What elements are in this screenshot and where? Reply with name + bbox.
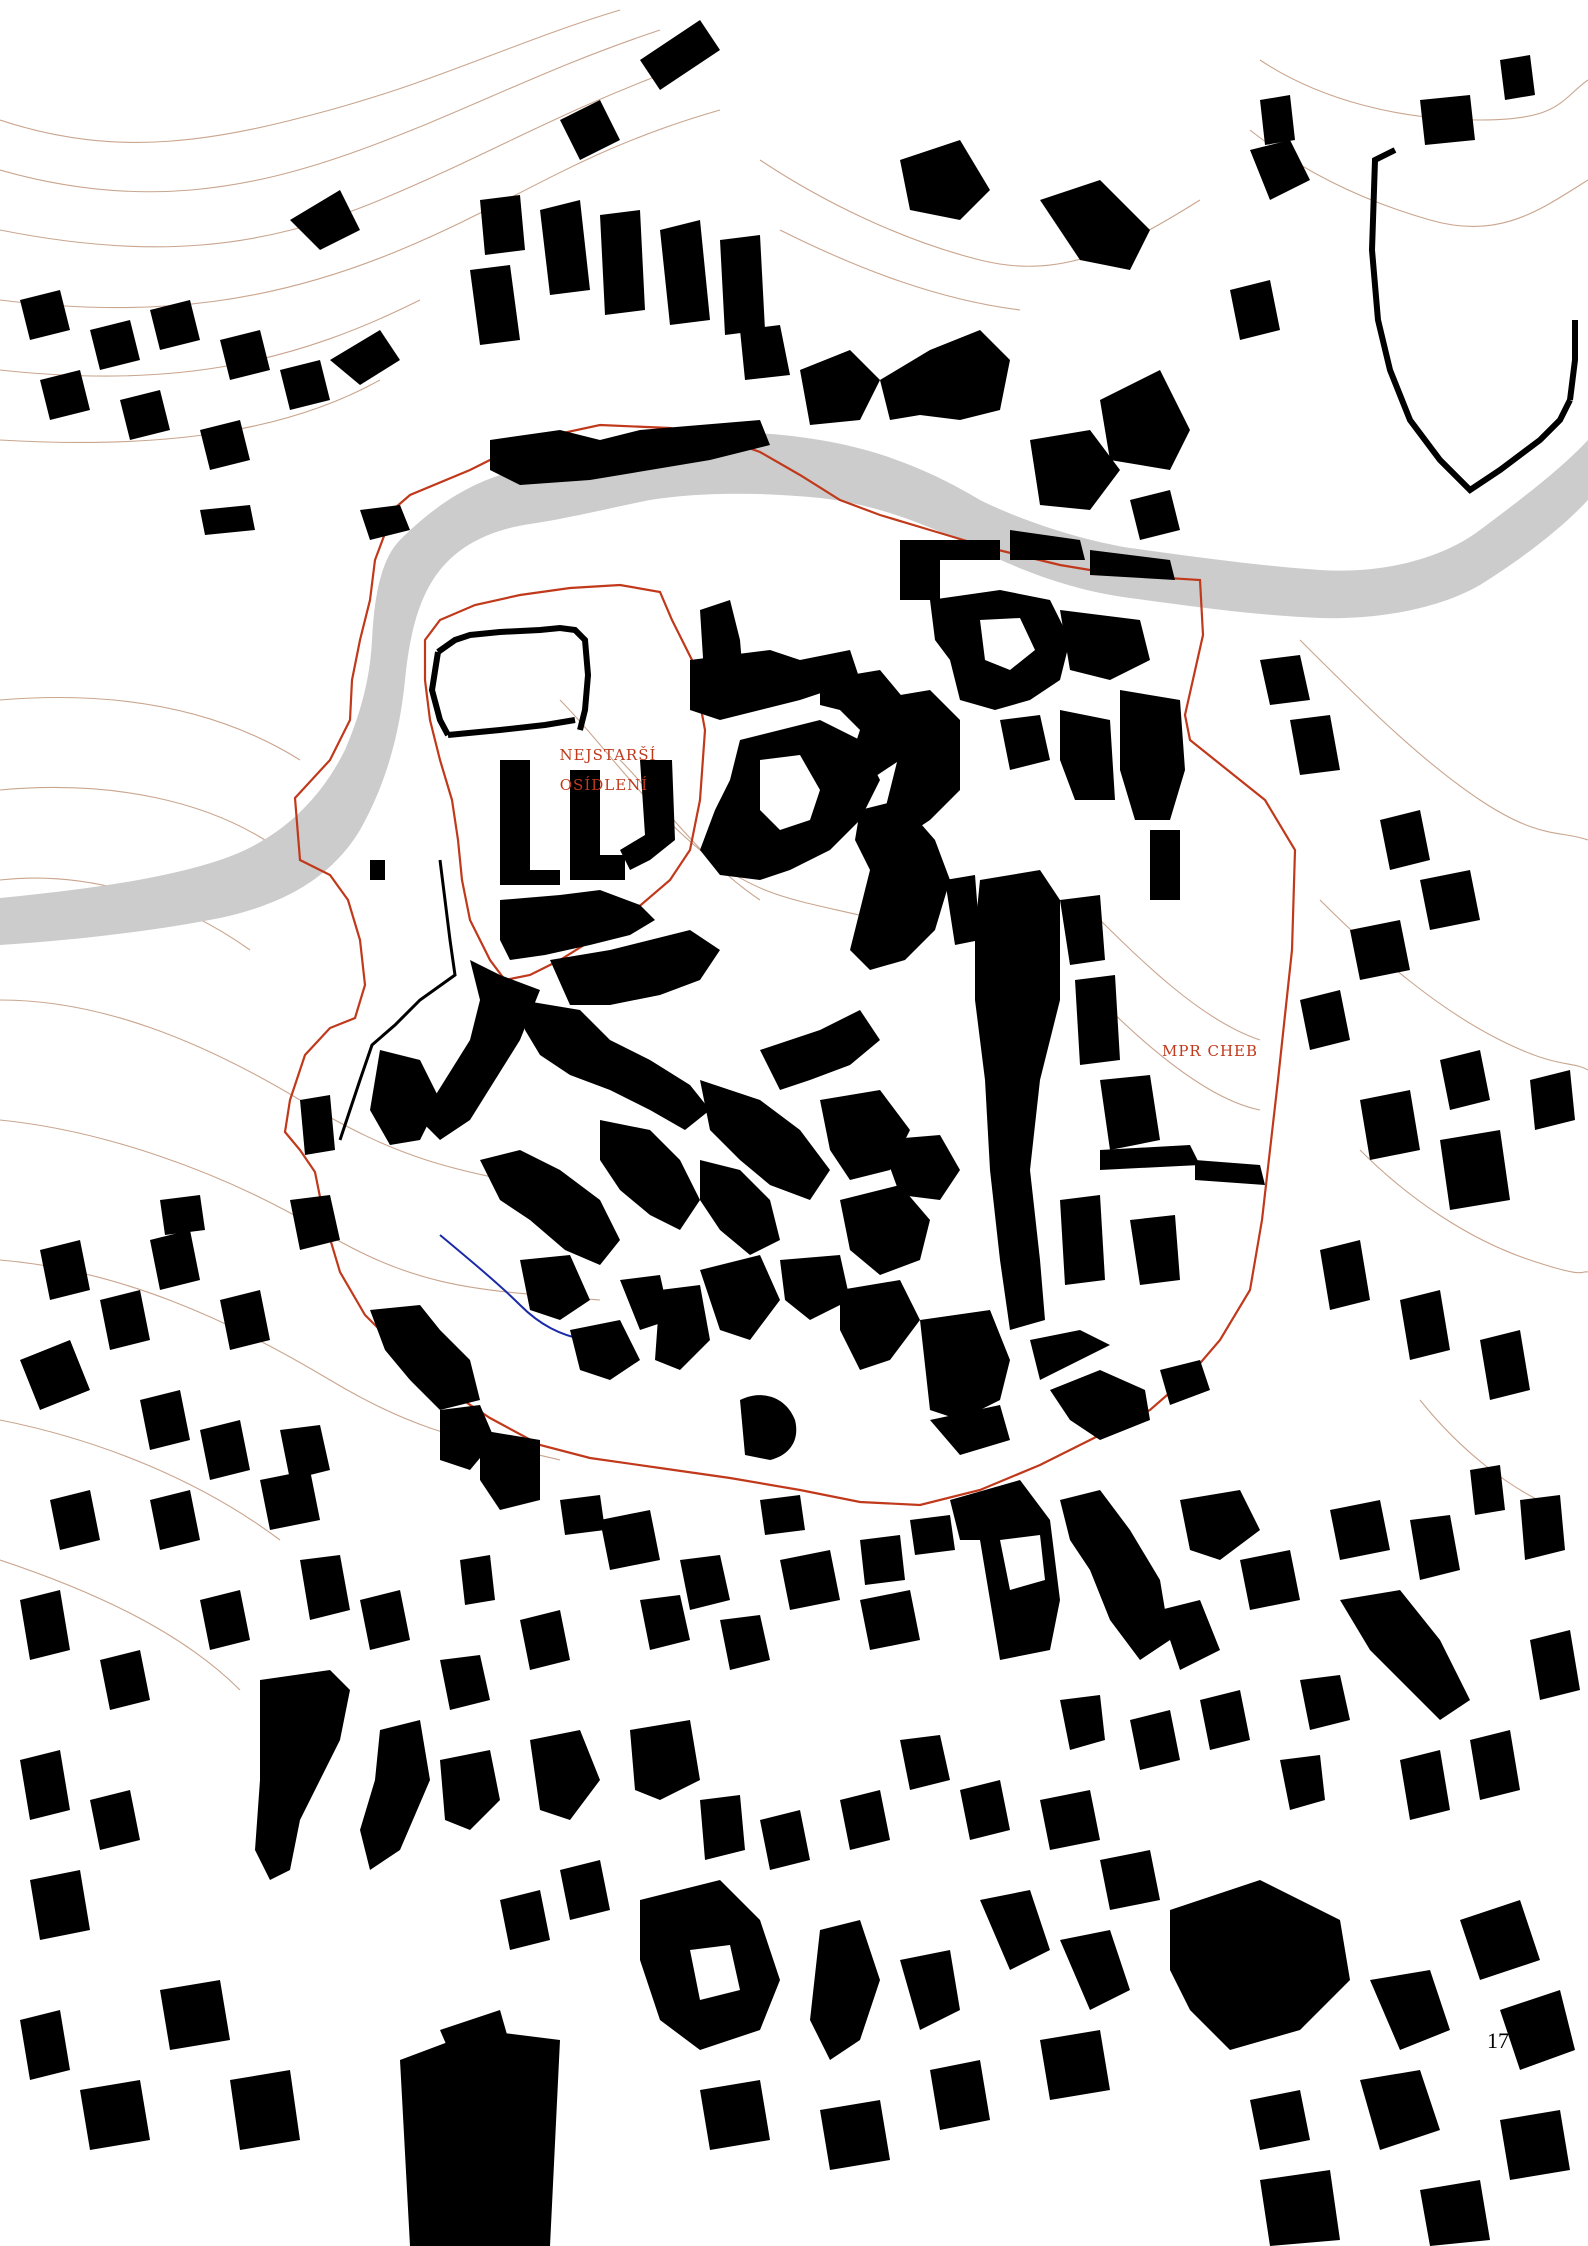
old-defense-line — [338, 859, 457, 1141]
label-oldest-settlement-line2: OSÍDLENÍ — [560, 776, 649, 794]
label-oldest-settlement-line1: NEJSTARŠÍ — [560, 746, 657, 764]
castle-walls — [428, 147, 1578, 738]
buildings — [20, 20, 1580, 2246]
river — [0, 432, 1588, 945]
label-heritage-zone: MPR CHEB — [1162, 1042, 1258, 1060]
blue-path-line — [439, 1234, 586, 1341]
page-number: 17 — [1487, 2028, 1509, 2053]
heritage-zone-boundary — [283, 423, 1297, 1507]
